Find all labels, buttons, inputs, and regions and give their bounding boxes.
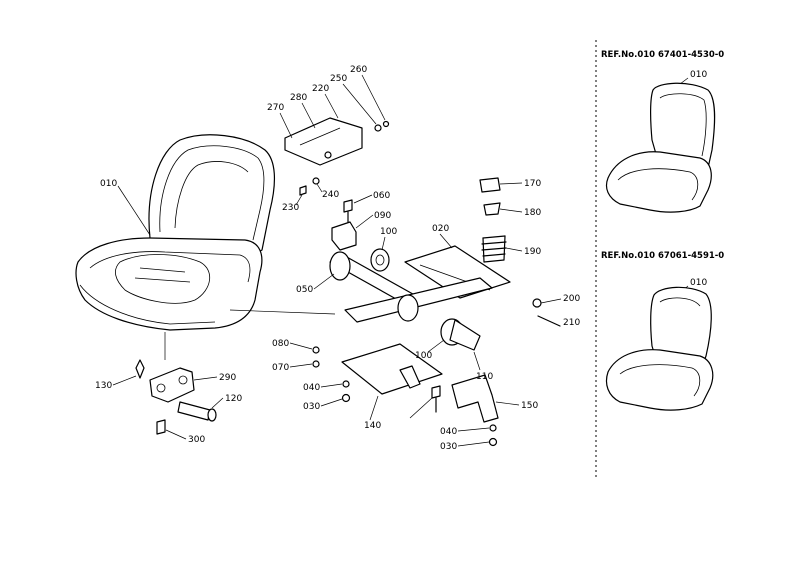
callout-180: 180 xyxy=(524,208,541,218)
callout-210: 210 xyxy=(563,318,580,328)
variant-1-callout: 010 xyxy=(690,70,707,80)
seat-drawing xyxy=(75,134,276,331)
callout-240: 240 xyxy=(322,190,339,200)
callout-170: 170 xyxy=(524,179,541,189)
callout-110: 110 xyxy=(476,372,493,382)
callout-100a: 100 xyxy=(380,227,397,237)
callout-040a: 040 xyxy=(303,383,320,393)
hinge-bracket xyxy=(135,332,217,435)
callout-090: 090 xyxy=(374,211,391,221)
slide-frame xyxy=(312,177,561,447)
variant-1-ref: REF.No.010 67401-4530-0 xyxy=(601,50,724,60)
callout-300: 300 xyxy=(188,435,205,445)
callout-260: 260 xyxy=(350,65,367,75)
callout-040b: 040 xyxy=(440,427,457,437)
callout-270: 270 xyxy=(267,103,284,113)
callout-140: 140 xyxy=(364,421,381,431)
callout-070: 070 xyxy=(272,363,289,373)
variant-2-ref: REF.No.010 67061-4591-0 xyxy=(601,251,724,261)
callout-130: 130 xyxy=(95,381,112,391)
callout-120: 120 xyxy=(225,394,242,404)
callout-250: 250 xyxy=(330,74,347,84)
callout-080: 080 xyxy=(272,339,289,349)
callout-030a: 030 xyxy=(303,402,320,412)
callout-100b: 100 xyxy=(415,351,432,361)
callout-230: 230 xyxy=(282,203,299,213)
callout-030b: 030 xyxy=(440,442,457,452)
callout-290: 290 xyxy=(219,373,236,383)
callout-020: 020 xyxy=(432,224,449,234)
upper-bracket xyxy=(284,117,390,166)
variant-2-seat xyxy=(605,286,714,411)
variant-2-callout: 010 xyxy=(690,278,707,288)
callout-150b: 150 xyxy=(521,401,538,411)
callout-190: 190 xyxy=(524,247,541,257)
callout-060: 060 xyxy=(373,191,390,201)
callout-010: 010 xyxy=(100,179,117,189)
callout-220: 220 xyxy=(312,84,329,94)
callout-280: 280 xyxy=(290,93,307,103)
callout-050: 050 xyxy=(296,285,313,295)
variant-1-seat xyxy=(605,82,716,213)
callout-200: 200 xyxy=(563,294,580,304)
